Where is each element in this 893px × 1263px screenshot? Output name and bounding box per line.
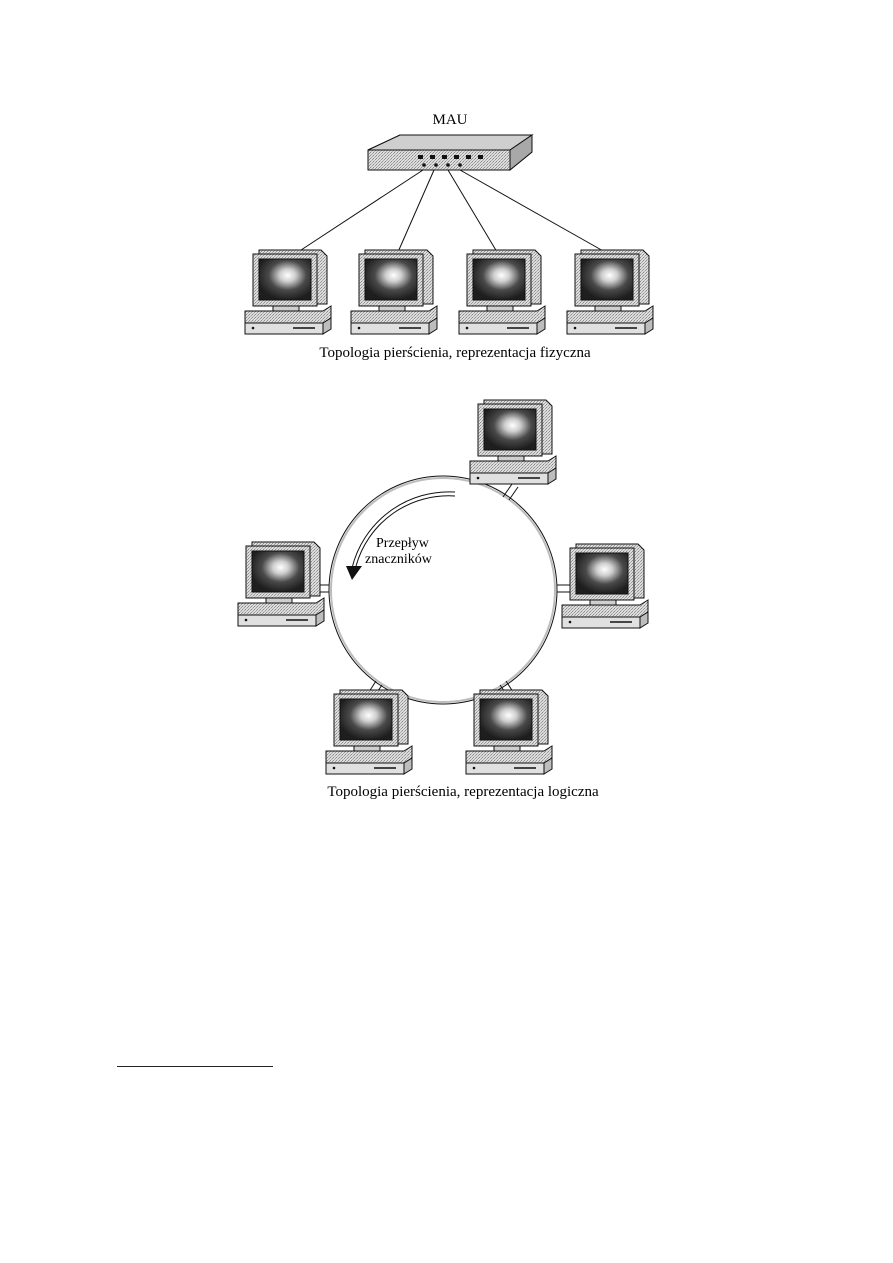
physical-computer-4 [566,249,654,335]
logical-computer-left [237,541,325,627]
logical-computer-top [469,399,557,485]
logical-connectors [316,483,571,699]
physical-computer-1 [244,249,332,335]
physical-computer-3 [458,249,546,335]
flow-label-line2: znaczników [365,552,433,567]
logical-caption: Topologia pierścienia, reprezentacja log… [327,784,599,800]
physical-computer-2 [350,249,438,335]
ring-inner [330,477,556,703]
logical-computer-bottom-left [325,689,413,775]
token-flow-arrow [346,491,456,580]
logical-topology: Przepływ znaczników Topologia pierścieni… [237,399,649,800]
physical-cables [297,169,606,253]
mau-label: MAU [432,112,467,128]
mau-hub [367,134,534,172]
logical-computer-right [561,543,649,629]
physical-caption: Topologia pierścienia, reprezentacja fiz… [319,345,591,361]
flow-label-line1: Przepływ [376,536,430,551]
logical-computer-bottom-right [465,689,553,775]
physical-topology: MAU [244,112,654,361]
footnote-rule [117,1066,273,1067]
ring-outer [328,475,558,705]
